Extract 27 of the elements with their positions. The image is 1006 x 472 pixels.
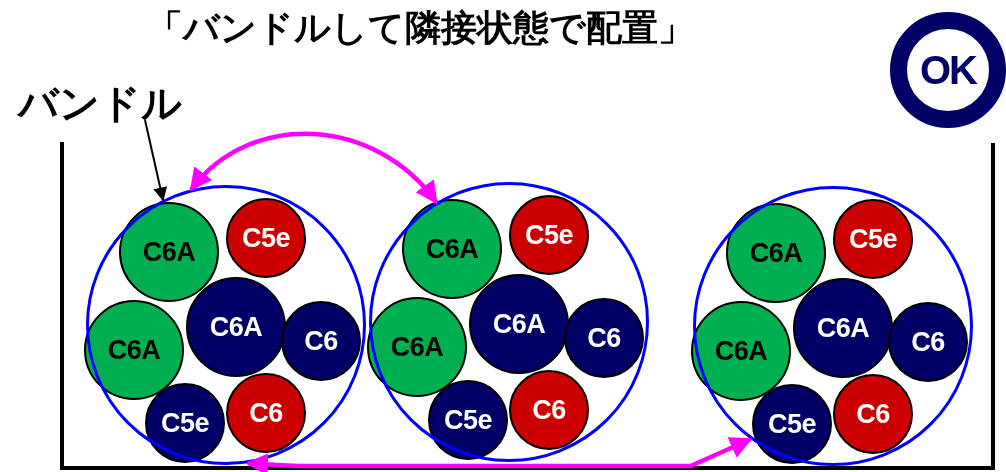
double-headed-arrow <box>245 437 753 472</box>
cable-circle: C6A <box>84 300 184 400</box>
ok-badge: OK <box>890 12 1006 128</box>
cable-circle: C6A <box>367 297 467 397</box>
cable-circle: C6A <box>469 274 569 374</box>
leader-arrow <box>144 119 168 202</box>
cable-circle: C6 <box>564 298 644 378</box>
double-headed-arrow <box>189 131 439 205</box>
cable-circle: C6A <box>186 277 286 377</box>
cable-circle: C6A <box>119 202 219 302</box>
title: 「バンドルして隣接状態で配置」 <box>145 6 695 50</box>
cable-circle: C6 <box>833 374 913 454</box>
cable-circle: C6 <box>888 302 968 382</box>
cable-circle: C6A <box>691 301 791 401</box>
cable-circle: C5e <box>752 384 832 464</box>
bundle-label: バンドル <box>18 76 182 131</box>
cable-circle: C6A <box>726 203 826 303</box>
cable-circle: C5e <box>428 380 508 460</box>
cable-circle: C6A <box>793 278 893 378</box>
cable-circle: C5e <box>509 195 589 275</box>
cable-circle: C6 <box>509 370 589 450</box>
cable-circle: C6 <box>226 373 306 453</box>
cable-circle: C5e <box>226 198 306 278</box>
cable-circle: C5e <box>833 199 913 279</box>
cable-circle: C5e <box>145 383 225 463</box>
cable-circle: C6 <box>281 301 361 381</box>
cable-circle: C6A <box>402 199 502 299</box>
